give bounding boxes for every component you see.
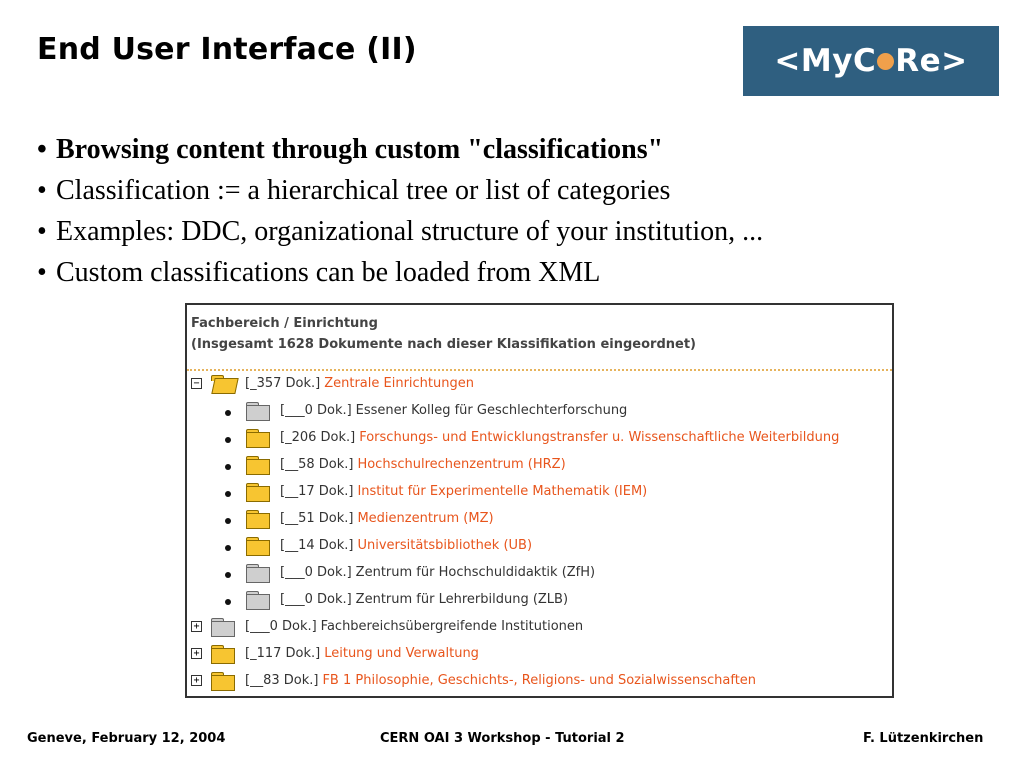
document-count: [___0 Dok.]: [280, 402, 352, 418]
document-count: [_117 Dok.]: [245, 645, 321, 661]
bullet-icon: [225, 491, 231, 497]
expand-toggle-icon[interactable]: +: [191, 647, 202, 659]
category-link[interactable]: Zentrale Einrichtungen: [324, 375, 474, 391]
folder-icon: [210, 644, 236, 664]
folder-icon: [245, 509, 271, 529]
category-link[interactable]: FB 1 Philosophie, Geschichts-, Religions…: [322, 672, 757, 688]
slide-title: End User Interface (II): [37, 32, 417, 67]
folder-icon: [245, 536, 271, 556]
tree-node-fachbereichsuebergreifende: + [___0 Dok.] Fachbereichsübergreifende …: [191, 616, 584, 637]
category-link[interactable]: Institut für Experimentelle Mathematik (…: [357, 483, 648, 499]
bullet-icon: [225, 464, 231, 470]
folder-icon: [210, 671, 236, 691]
category-link[interactable]: Universitätsbibliothek (UB): [357, 537, 533, 553]
document-count: [__51 Dok.]: [280, 510, 354, 526]
document-count: [___0 Dok.]: [280, 591, 352, 607]
open-folder-icon: [210, 374, 239, 394]
footer-author: F. Lützenkirchen: [863, 731, 984, 746]
document-count: [__83 Dok.]: [245, 672, 319, 688]
bullet-list: •Browsing content through custom "classi…: [37, 129, 763, 293]
tree-node-child: [_206 Dok.] Forschungs- und Entwicklungs…: [223, 427, 840, 448]
tree-node-child: [__51 Dok.] Medienzentrum (MZ): [223, 508, 494, 529]
category-link[interactable]: Forschungs- und Entwicklungstransfer u. …: [359, 429, 840, 445]
logo-dot-icon: [877, 53, 895, 70]
document-count: [__17 Dok.]: [280, 483, 354, 499]
collapse-toggle-icon[interactable]: −: [191, 377, 202, 389]
document-count: [_357 Dok.]: [245, 375, 321, 391]
bullet-item: •Custom classifications can be loaded fr…: [37, 257, 601, 288]
footer-event: CERN OAI 3 Workshop - Tutorial 2: [380, 731, 625, 746]
document-count: [___0 Dok.]: [245, 618, 317, 634]
footer-date-location: Geneve, February 12, 2004: [27, 731, 226, 746]
category-link[interactable]: Hochschulrechenzentrum (HRZ): [357, 456, 566, 472]
panel-header: Fachbereich / Einrichtung (Insgesamt 162…: [191, 313, 696, 355]
category-link[interactable]: Leitung und Verwaltung: [324, 645, 479, 661]
bullet-item: •Browsing content through custom "classi…: [37, 134, 664, 165]
category-label: Zentrum für Hochschuldidaktik (ZfH): [355, 564, 596, 580]
empty-folder-icon: [210, 617, 236, 637]
document-count: [_206 Dok.]: [280, 429, 356, 445]
dotted-divider: [187, 369, 892, 371]
document-count: [___0 Dok.]: [280, 564, 352, 580]
bullet-item: •Examples: DDC, organizational structure…: [37, 216, 764, 247]
category-label: Essener Kolleg für Geschlechterforschung: [355, 402, 628, 418]
bullet-icon: [225, 599, 231, 605]
panel-heading: Fachbereich / Einrichtung: [191, 316, 378, 331]
bullet-icon: [225, 518, 231, 524]
tree-node-child: [___0 Dok.] Zentrum für Lehrerbildung (Z…: [223, 589, 569, 610]
folder-icon: [245, 482, 271, 502]
tree-node-fb1: + [__83 Dok.] FB 1 Philosophie, Geschich…: [191, 670, 757, 691]
tree-node-child: [__17 Dok.] Institut für Experimentelle …: [223, 481, 648, 502]
bullet-icon: [225, 437, 231, 443]
panel-subheading: (Insgesamt 1628 Dokumente nach dieser Kl…: [191, 337, 696, 352]
category-link[interactable]: Medienzentrum (MZ): [357, 510, 494, 526]
category-label: Zentrum für Lehrerbildung (ZLB): [355, 591, 569, 607]
tree-node-child: [___0 Dok.] Essener Kolleg für Geschlech…: [223, 400, 628, 421]
expand-toggle-icon[interactable]: +: [191, 620, 202, 632]
bullet-icon: [225, 572, 231, 578]
category-label: Fachbereichsübergreifende Institutionen: [320, 618, 584, 634]
empty-folder-icon: [245, 401, 271, 421]
tree-node-zentrale-einrichtungen: − [_357 Dok.] Zentrale Einrichtungen: [191, 373, 474, 394]
bullet-item: •Classification := a hierarchical tree o…: [37, 175, 671, 206]
folder-icon: [245, 428, 271, 448]
empty-folder-icon: [245, 590, 271, 610]
expand-toggle-icon[interactable]: +: [191, 674, 202, 686]
classification-browser-panel: Fachbereich / Einrichtung (Insgesamt 162…: [185, 303, 894, 698]
tree-node-leitung-verwaltung: + [_117 Dok.] Leitung und Verwaltung: [191, 643, 479, 664]
empty-folder-icon: [245, 563, 271, 583]
bullet-icon: [225, 410, 231, 416]
bullet-icon: [225, 545, 231, 551]
tree-node-child: [__14 Dok.] Universitätsbibliothek (UB): [223, 535, 533, 556]
document-count: [__58 Dok.]: [280, 456, 354, 472]
folder-icon: [245, 455, 271, 475]
tree-node-child: [___0 Dok.] Zentrum für Hochschuldidakti…: [223, 562, 596, 583]
document-count: [__14 Dok.]: [280, 537, 354, 553]
tree-node-child: [__58 Dok.] Hochschulrechenzentrum (HRZ): [223, 454, 566, 475]
